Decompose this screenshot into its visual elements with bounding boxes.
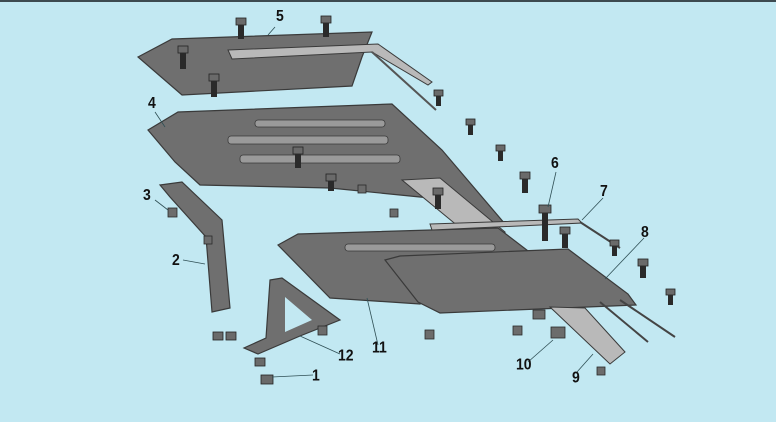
callout-4: 4	[148, 92, 156, 112]
callout-10: 10	[516, 354, 532, 374]
callout-12: 12	[338, 345, 354, 365]
callout-5: 5	[276, 5, 284, 25]
bracket-2	[158, 181, 231, 313]
plate-5	[136, 31, 437, 111]
bracket-12	[242, 277, 342, 355]
callout-1: 1	[312, 365, 320, 385]
callout-11: 11	[372, 337, 387, 357]
callout-9: 9	[572, 367, 580, 387]
nuts	[167, 184, 606, 376]
plate-4	[147, 103, 507, 237]
callout-3: 3	[143, 184, 151, 204]
callout-7: 7	[600, 180, 608, 200]
bolts	[177, 15, 676, 385]
leader-lines	[154, 26, 645, 378]
callout-2: 2	[172, 249, 180, 269]
angle-9	[548, 306, 626, 365]
plate-8	[383, 248, 676, 343]
callout-6: 6	[551, 152, 559, 172]
callout-8: 8	[641, 221, 649, 241]
